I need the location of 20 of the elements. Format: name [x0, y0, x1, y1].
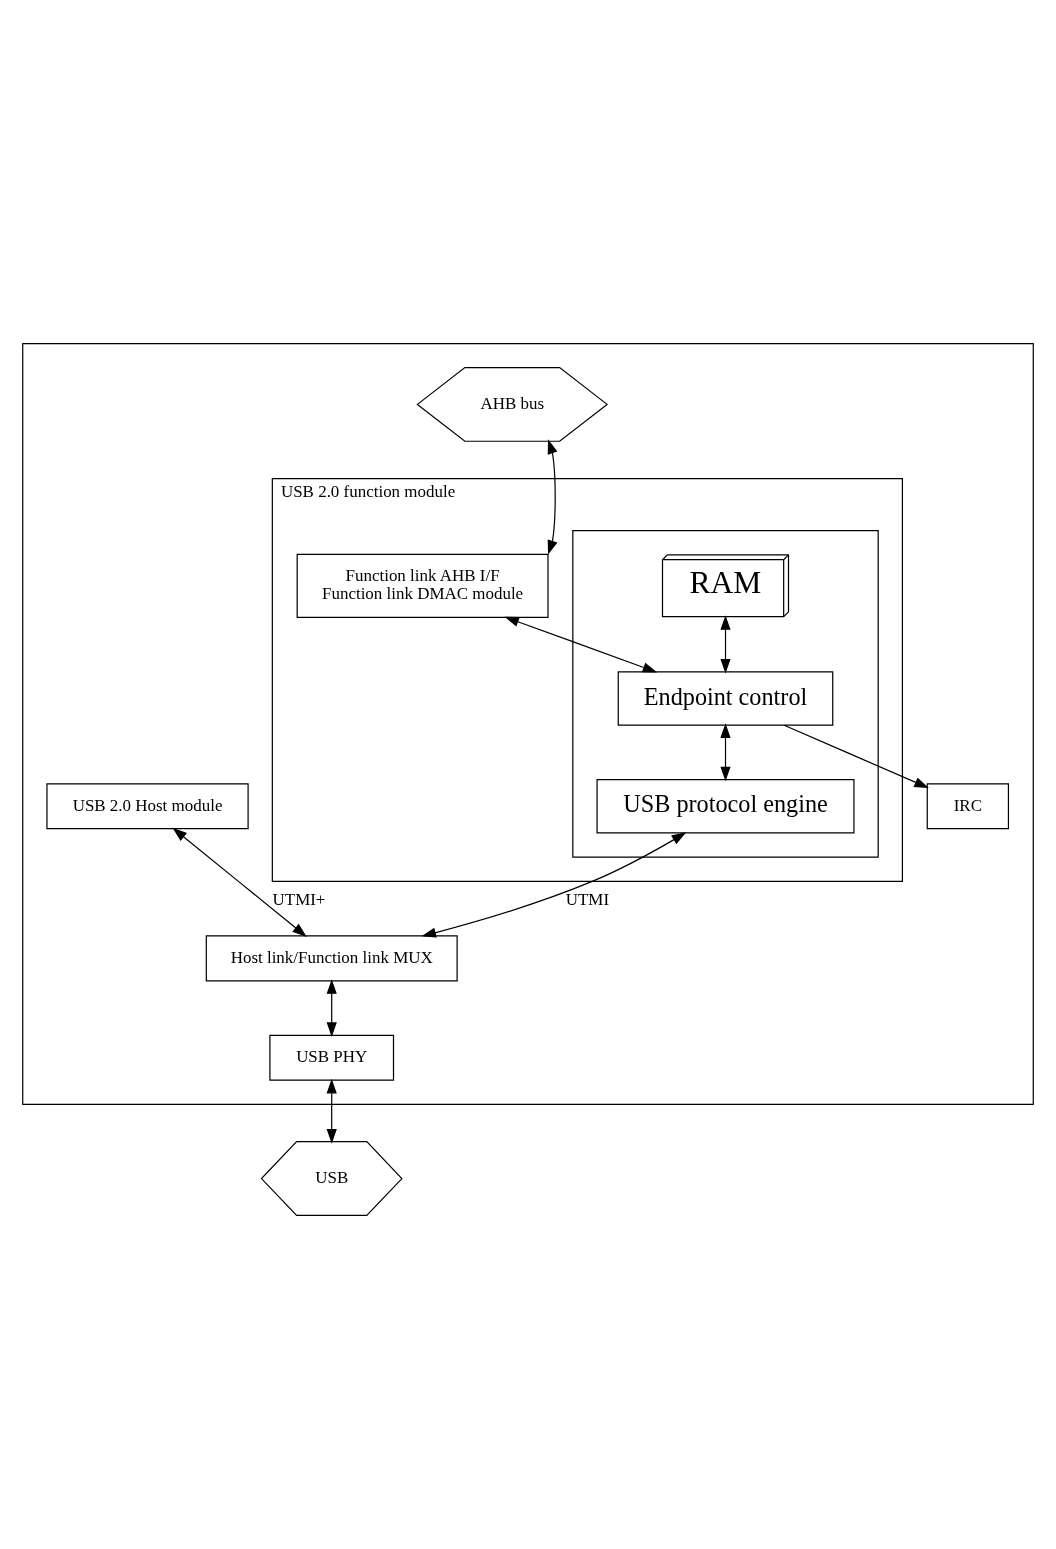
node-box: Endpoint control [617, 671, 834, 726]
arrow [783, 724, 929, 789]
arrow [547, 439, 558, 555]
node-box: Host link/Function link MUX [205, 935, 458, 982]
edge-label: UTMI [565, 889, 610, 909]
node-box: USB 2.0 Host module [46, 783, 249, 830]
arrow [421, 832, 687, 938]
arrow [720, 615, 731, 674]
node-box: USB PHY [269, 1034, 395, 1081]
node-box: Function link AHB I/F Function link DMAC module [296, 553, 549, 618]
node-box: IRC [926, 783, 1010, 830]
cluster [22, 342, 1034, 1105]
node-box: USB protocol engine [596, 779, 855, 834]
cluster [572, 530, 879, 858]
arrow [326, 1078, 337, 1144]
arrow [720, 723, 731, 782]
arrow [172, 827, 307, 937]
arrow [326, 979, 337, 1037]
arrow [504, 616, 658, 673]
edge-label: UTMI+ [272, 889, 326, 909]
